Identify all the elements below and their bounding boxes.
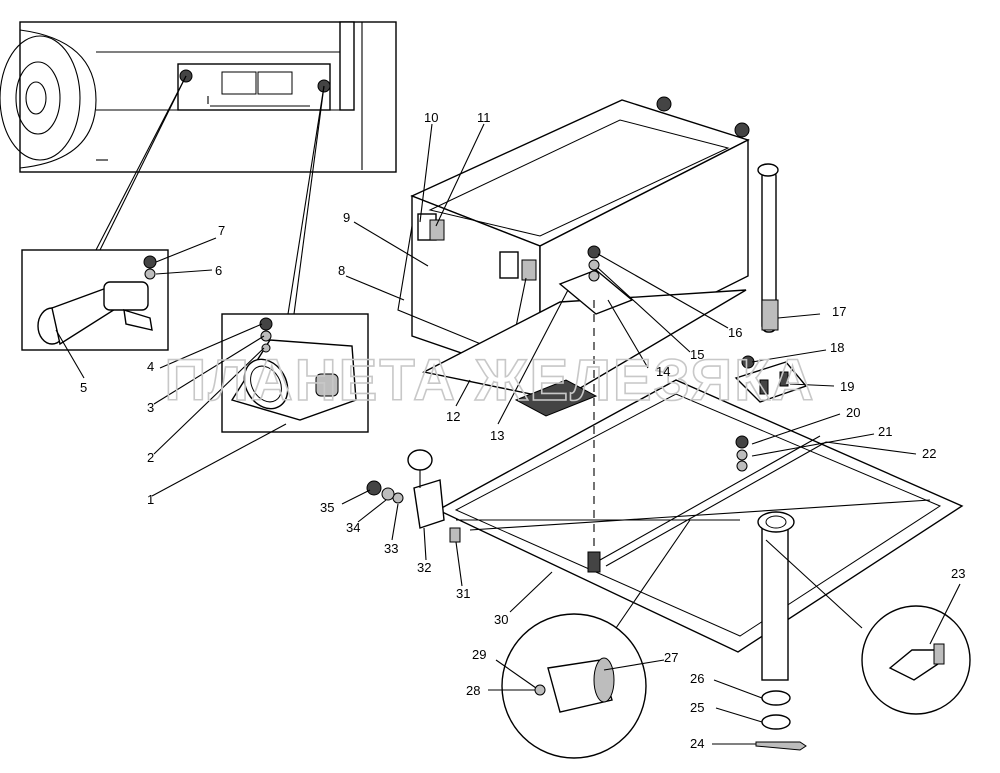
- washer-3: [260, 330, 272, 342]
- frame-post: [761, 519, 789, 681]
- callout-13: 13: [490, 428, 504, 443]
- callout-6: 6: [215, 263, 222, 278]
- bolt-31: [449, 527, 461, 543]
- callout-8: 8: [338, 263, 345, 278]
- callout-2: 2: [147, 450, 154, 465]
- callout-18: 18: [830, 340, 844, 355]
- washer-26: [761, 690, 791, 706]
- clamp-detail: [501, 519, 691, 759]
- callout-20: 20: [846, 405, 860, 420]
- callout-10: 10: [424, 110, 438, 125]
- washer-29: [534, 684, 546, 696]
- hinge-32: [413, 479, 445, 529]
- callout-9: 9: [343, 210, 350, 225]
- vehicle-wheel: [0, 35, 81, 161]
- nut-4: [259, 317, 273, 331]
- vehicle-wheel-arch: [19, 29, 97, 169]
- callout-5: 5: [80, 380, 87, 395]
- callout-26: 26: [690, 671, 704, 686]
- vehicle-battery-compartment: [177, 63, 331, 111]
- callout-15: 15: [690, 347, 704, 362]
- frame-stud: [587, 551, 601, 573]
- callout-11: 11: [477, 110, 491, 125]
- callout-30: 30: [494, 612, 508, 627]
- callout-34: 34: [346, 520, 360, 535]
- callout-22: 22: [922, 446, 936, 461]
- hinge-knob: [407, 449, 433, 471]
- callout-29: 29: [472, 647, 486, 662]
- nut-7: [143, 255, 157, 269]
- washer-25: [761, 714, 791, 730]
- washer-21: [736, 449, 748, 461]
- bracket-19: [734, 355, 808, 403]
- callout-24: 24: [690, 736, 704, 751]
- callout-25: 25: [690, 700, 704, 715]
- callout-35: 35: [320, 500, 334, 515]
- callout-32: 32: [417, 560, 431, 575]
- washer-15: [588, 259, 600, 271]
- callout-27: 27: [664, 650, 678, 665]
- pin-24: [755, 741, 807, 751]
- handle-8: [397, 225, 527, 357]
- callout-3: 3: [147, 400, 154, 415]
- lever-17: [757, 163, 779, 333]
- callout-1: 1: [147, 492, 154, 507]
- grease-fitting-detail: [765, 539, 971, 715]
- terminal-cover-inset: [221, 313, 369, 433]
- mass-switch-inset: [21, 249, 169, 351]
- frame-crossbar: [469, 499, 931, 531]
- nut-35: [366, 480, 382, 496]
- battery-mat-12: [421, 289, 747, 401]
- callout-labels: 1 2 3 4 5 6 7 8 9 10 11 12 13 14 15 16 1…: [80, 110, 965, 751]
- washer-33: [392, 492, 404, 504]
- latch-11: [429, 219, 445, 241]
- callout-7: 7: [218, 223, 225, 238]
- callout-28: 28: [466, 683, 480, 698]
- callout-12: 12: [446, 409, 460, 424]
- nut-20: [735, 435, 749, 449]
- callout-16: 16: [728, 325, 742, 340]
- vehicle-inset: [0, 21, 397, 173]
- watermark-text: ПЛАНЕТА ЖЕЛЕЗЯКА: [165, 348, 816, 413]
- battery-box: [397, 96, 750, 417]
- callout-17: 17: [832, 304, 846, 319]
- callout-33: 33: [384, 541, 398, 556]
- washer-34: [381, 487, 395, 501]
- frame-rail-22: [599, 435, 821, 561]
- nut-16: [587, 245, 601, 259]
- callout-21: 21: [878, 424, 892, 439]
- callout-14: 14: [656, 364, 670, 379]
- callout-4: 4: [147, 359, 154, 374]
- frame-outline: [436, 379, 964, 653]
- clamp-bar-14: [558, 269, 634, 315]
- washer-2: [261, 343, 271, 353]
- callout-23: 23: [951, 566, 965, 581]
- callout-31: 31: [456, 586, 470, 601]
- battery-frame: [407, 300, 964, 681]
- washer-6: [144, 268, 156, 280]
- callout-19: 19: [840, 379, 854, 394]
- step-13: [514, 379, 598, 417]
- leader-lines: [55, 123, 961, 745]
